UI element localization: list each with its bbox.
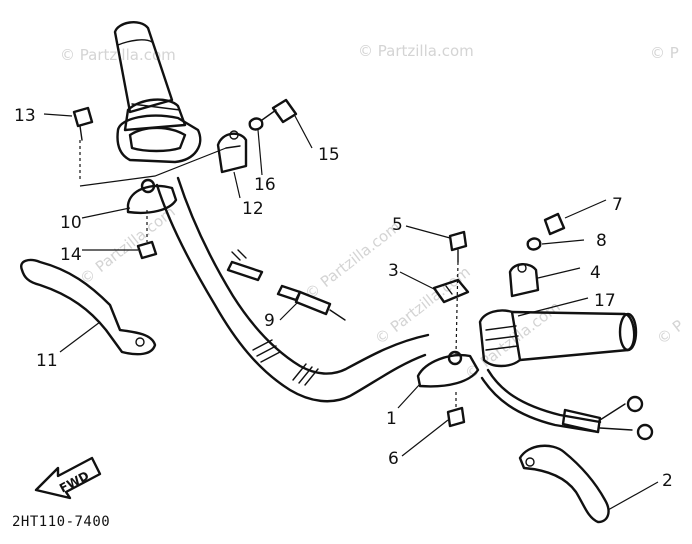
callout-6: 6 [388,449,399,469]
watermark: © P [653,316,687,348]
callout-10: 10 [60,213,82,233]
watermark: © P [650,44,679,62]
left-switch-housing [116,114,202,164]
switch-3 [432,278,470,304]
clamp-10 [126,178,178,214]
screw-7 [543,212,566,236]
fwd-arrow-icon: FWD [34,456,102,500]
lever-2 [518,444,610,524]
watermark: © Partzilla.com [60,46,176,64]
handlebar [155,176,430,403]
callout-16: 16 [254,175,276,195]
bolt-13 [72,106,94,182]
callout-11: 11 [36,351,58,371]
right-cable [480,368,654,441]
left-grip [113,21,187,132]
callout-layer: 13 10 14 11 12 16 15 9 3 5 4 8 7 17 1 6 … [14,106,673,491]
callout-17: 17 [594,291,616,311]
callout-7: 7 [612,195,623,215]
holder-4 [508,263,540,298]
washer-16 [248,117,264,131]
diagram-code: 2HT110-7400 [12,514,110,530]
throttle-housing [478,309,638,368]
watermark: © Partzilla.com [358,42,474,60]
callout-8: 8 [596,231,607,251]
callout-1: 1 [386,409,397,429]
bracket-1 [416,350,480,388]
nut-14 [136,210,158,260]
callout-4: 4 [590,263,601,283]
lever-11 [20,258,157,356]
switch-9 [226,249,346,321]
callout-3: 3 [388,261,399,281]
callout-14: 14 [60,245,82,265]
callout-13: 13 [14,106,36,126]
callout-2: 2 [662,471,673,491]
screw-15 [261,98,298,124]
leader-lines [43,113,659,511]
callout-15: 15 [318,145,340,165]
washer-8 [526,237,542,251]
callout-12: 12 [242,199,264,219]
callout-5: 5 [392,215,403,235]
bolt-5 [448,230,468,355]
clamp-12 [216,130,248,174]
callout-9: 9 [264,311,275,331]
nut-6 [446,392,466,428]
